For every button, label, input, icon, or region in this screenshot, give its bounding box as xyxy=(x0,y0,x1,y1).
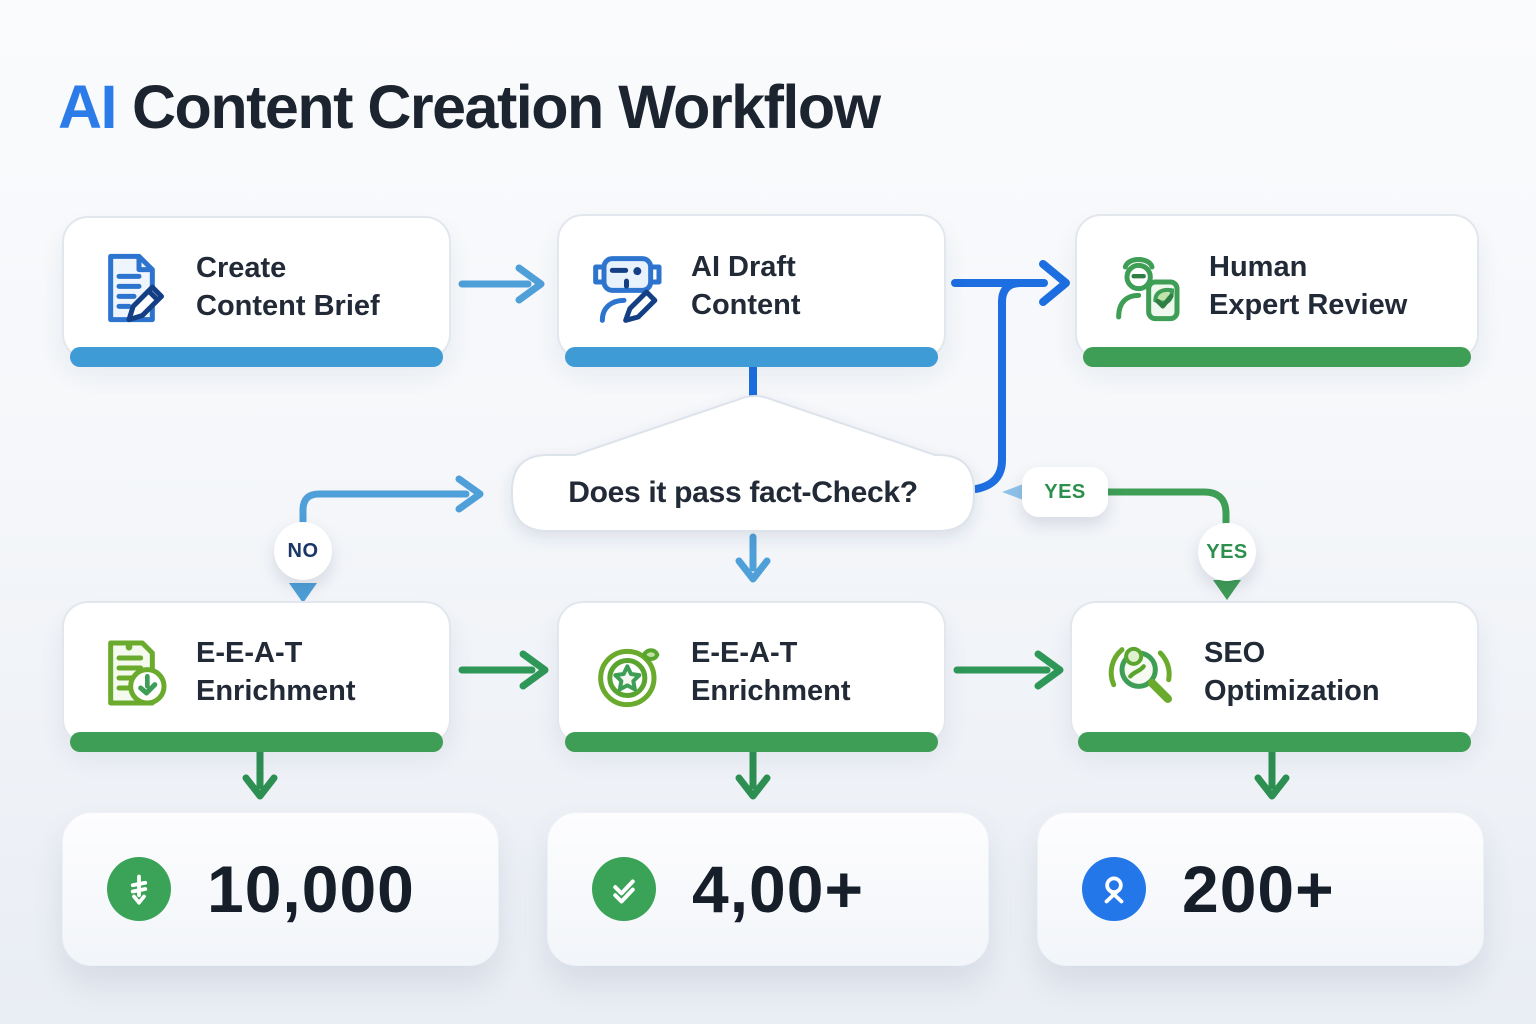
box-label: Create Content Brief xyxy=(196,252,380,322)
stat-card-1: 10,000 xyxy=(62,812,499,966)
elbow-decision-to-review xyxy=(972,279,1025,493)
star-badge-icon xyxy=(587,631,671,715)
box-create-content-brief: Create Content Brief xyxy=(62,216,451,367)
yes-badge-left: YES xyxy=(1022,467,1108,517)
arrowhead-no-loop xyxy=(455,475,484,513)
box-eeat-enrichment-left: E-E-A-T Enrichment xyxy=(62,601,451,752)
box-label: E-E-A-T Enrichment xyxy=(691,637,851,707)
box-label: Human Expert Review xyxy=(1209,251,1408,321)
box-eeat-enrichment-mid: E-E-A-T Enrichment xyxy=(557,601,946,752)
title-rest: Content Creation Workflow xyxy=(132,73,881,141)
box-label: AI Draft Content xyxy=(691,251,801,321)
stat-card-2: 4,00+ xyxy=(547,812,989,966)
arrowhead-brief-to-draft xyxy=(515,264,545,304)
seo-magnifier-icon xyxy=(1100,631,1184,715)
no-badge: NO xyxy=(274,522,332,580)
arrowhead-eeat1-to-stat xyxy=(242,774,278,800)
robot-pencil-icon xyxy=(587,245,671,329)
yes-badge-right: YES xyxy=(1198,523,1256,581)
arrowhead-draft-to-review xyxy=(1039,260,1070,306)
document-pencil-icon xyxy=(92,246,176,330)
arrowhead-eeat1-to-eeat2 xyxy=(519,650,549,690)
double-check-icon xyxy=(592,857,656,921)
title-highlight: AI xyxy=(58,73,118,141)
stat-value: 200+ xyxy=(1182,852,1335,926)
arrowhead-eeat2-to-stat xyxy=(735,774,771,800)
coins-icon xyxy=(107,857,171,921)
arrowhead-eeat2-to-seo xyxy=(1034,650,1064,690)
decision-bubble-shape xyxy=(511,395,975,532)
stat-value: 10,000 xyxy=(207,852,415,926)
stat-card-3: 200+ xyxy=(1037,812,1484,966)
arrowhead-decision-down xyxy=(735,557,771,583)
box-ai-draft-content: AI Draft Content xyxy=(557,214,946,367)
box-seo-optimization: SEO Optimization xyxy=(1070,601,1479,752)
arrow-yes-path xyxy=(1104,488,1230,526)
document-check-icon xyxy=(92,631,176,715)
person-badge-icon xyxy=(1105,245,1189,329)
decision-question: Does it pass fact-Check? xyxy=(568,476,918,509)
stat-value: 4,00+ xyxy=(692,852,864,926)
arrowhead-no-down xyxy=(289,583,317,603)
arrowhead-yes-down xyxy=(1213,580,1241,600)
arrowhead-seo-to-stat xyxy=(1254,774,1290,800)
award-icon xyxy=(1082,857,1146,921)
arrow-no-loop xyxy=(299,490,470,525)
box-label: SEO Optimization xyxy=(1204,637,1380,707)
box-label: E-E-A-T Enrichment xyxy=(196,637,356,707)
box-human-expert-review: Human Expert Review xyxy=(1075,214,1479,367)
